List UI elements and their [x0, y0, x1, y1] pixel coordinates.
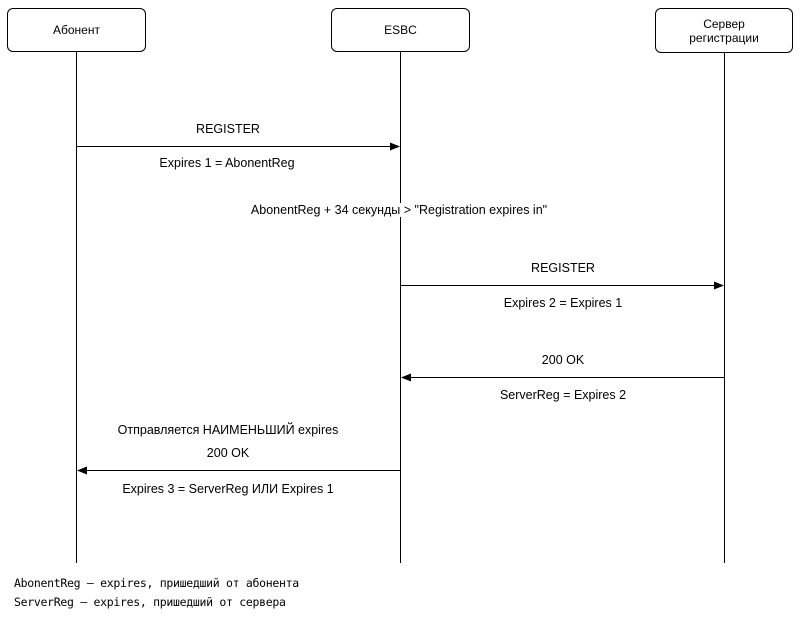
- message-200ok-abonent: 200 OK: [206, 446, 250, 460]
- note-min-expires: Отправляется НАИМЕНЬШИЙ expires: [117, 423, 339, 437]
- message-expires-1: Expires 1 = AbonentReg: [159, 156, 295, 170]
- message-register-1: REGISTER: [196, 122, 260, 136]
- actor-registration-server: Сервер регистрации: [655, 8, 793, 53]
- actor-abonent-label: Абонент: [53, 23, 100, 37]
- message-expires-3: Expires 3 = ServerReg ИЛИ Expires 1: [122, 482, 334, 496]
- actor-server-label-line2: регистрации: [689, 30, 759, 45]
- message-200ok-server: 200 OK: [541, 353, 585, 367]
- legend-abonent-reg: AbonentReg – expires, пришедший от абоне…: [14, 576, 299, 590]
- message-register-2: REGISTER: [531, 261, 595, 275]
- actor-esbc-label: ESBC: [384, 23, 417, 37]
- actor-abonent: Абонент: [7, 8, 146, 52]
- note-esbc-registration-expires: AbonentReg + 34 секунды > "Registration …: [248, 203, 550, 217]
- message-server-reg: ServerReg = Expires 2: [499, 388, 627, 402]
- actor-esbc: ESBC: [331, 8, 470, 52]
- actor-server-label-line1: Сервер: [703, 16, 745, 31]
- message-expires-2: Expires 2 = Expires 1: [503, 296, 623, 310]
- legend-server-reg: ServerReg – expires, пришедший от сервер…: [14, 595, 286, 609]
